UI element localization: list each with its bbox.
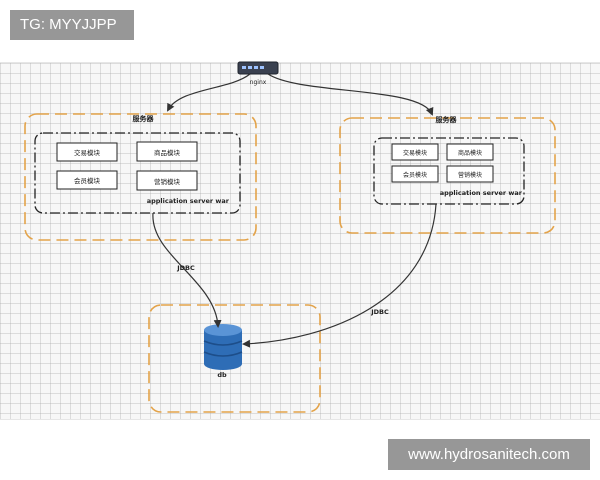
module-label: 交易模块 <box>403 149 427 157</box>
module-box: 交易模块 <box>391 143 439 161</box>
module-box: 商品模块 <box>446 143 494 161</box>
server-left-container-label: application server war <box>147 197 230 205</box>
nginx-label: nginx <box>250 79 267 86</box>
database-icon <box>203 324 243 370</box>
module-label: 交易模块 <box>74 148 101 157</box>
diagram-canvas <box>0 62 600 420</box>
jdbc-left-connection <box>152 212 222 328</box>
nginx-node: nginx <box>237 61 279 86</box>
module-label: 商品模块 <box>458 149 482 157</box>
jdbc-right-label: JDBC <box>370 308 389 316</box>
nginx-to-right-arrow <box>267 73 434 116</box>
module-box: 营销模块 <box>446 165 494 183</box>
module-box: 会员模块 <box>391 165 439 183</box>
server-left: 服务器 交易模块 商品模块 会员模块 营销模块 application serv… <box>24 113 257 241</box>
database-group: db <box>148 304 321 413</box>
module-box: 会员模块 <box>56 170 118 190</box>
module-label: 会员模块 <box>74 176 101 185</box>
watermark-top-left: TG: MYYJJPP <box>10 10 134 40</box>
module-label: 会员模块 <box>403 171 427 179</box>
server-right-title: 服务器 <box>436 115 458 124</box>
module-box: 营销模块 <box>136 170 198 191</box>
server-right: 服务器 交易模块 商品模块 会员模块 营销模块 application serv… <box>339 115 556 234</box>
server-left-title: 服务器 <box>133 114 155 123</box>
module-box: 交易模块 <box>56 142 118 162</box>
watermark-bottom-right: www.hydrosanitech.com <box>388 439 590 470</box>
module-label: 营销模块 <box>154 177 181 186</box>
server-right-container-label: application server war <box>440 189 523 197</box>
module-label: 商品模块 <box>154 148 181 157</box>
module-label: 营销模块 <box>458 171 482 179</box>
nginx-to-left-arrow <box>167 73 251 112</box>
jdbc-right-connection <box>242 203 437 348</box>
jdbc-left-label: JDBC <box>176 264 195 272</box>
database-label: db <box>217 371 227 379</box>
module-box: 商品模块 <box>136 141 198 162</box>
